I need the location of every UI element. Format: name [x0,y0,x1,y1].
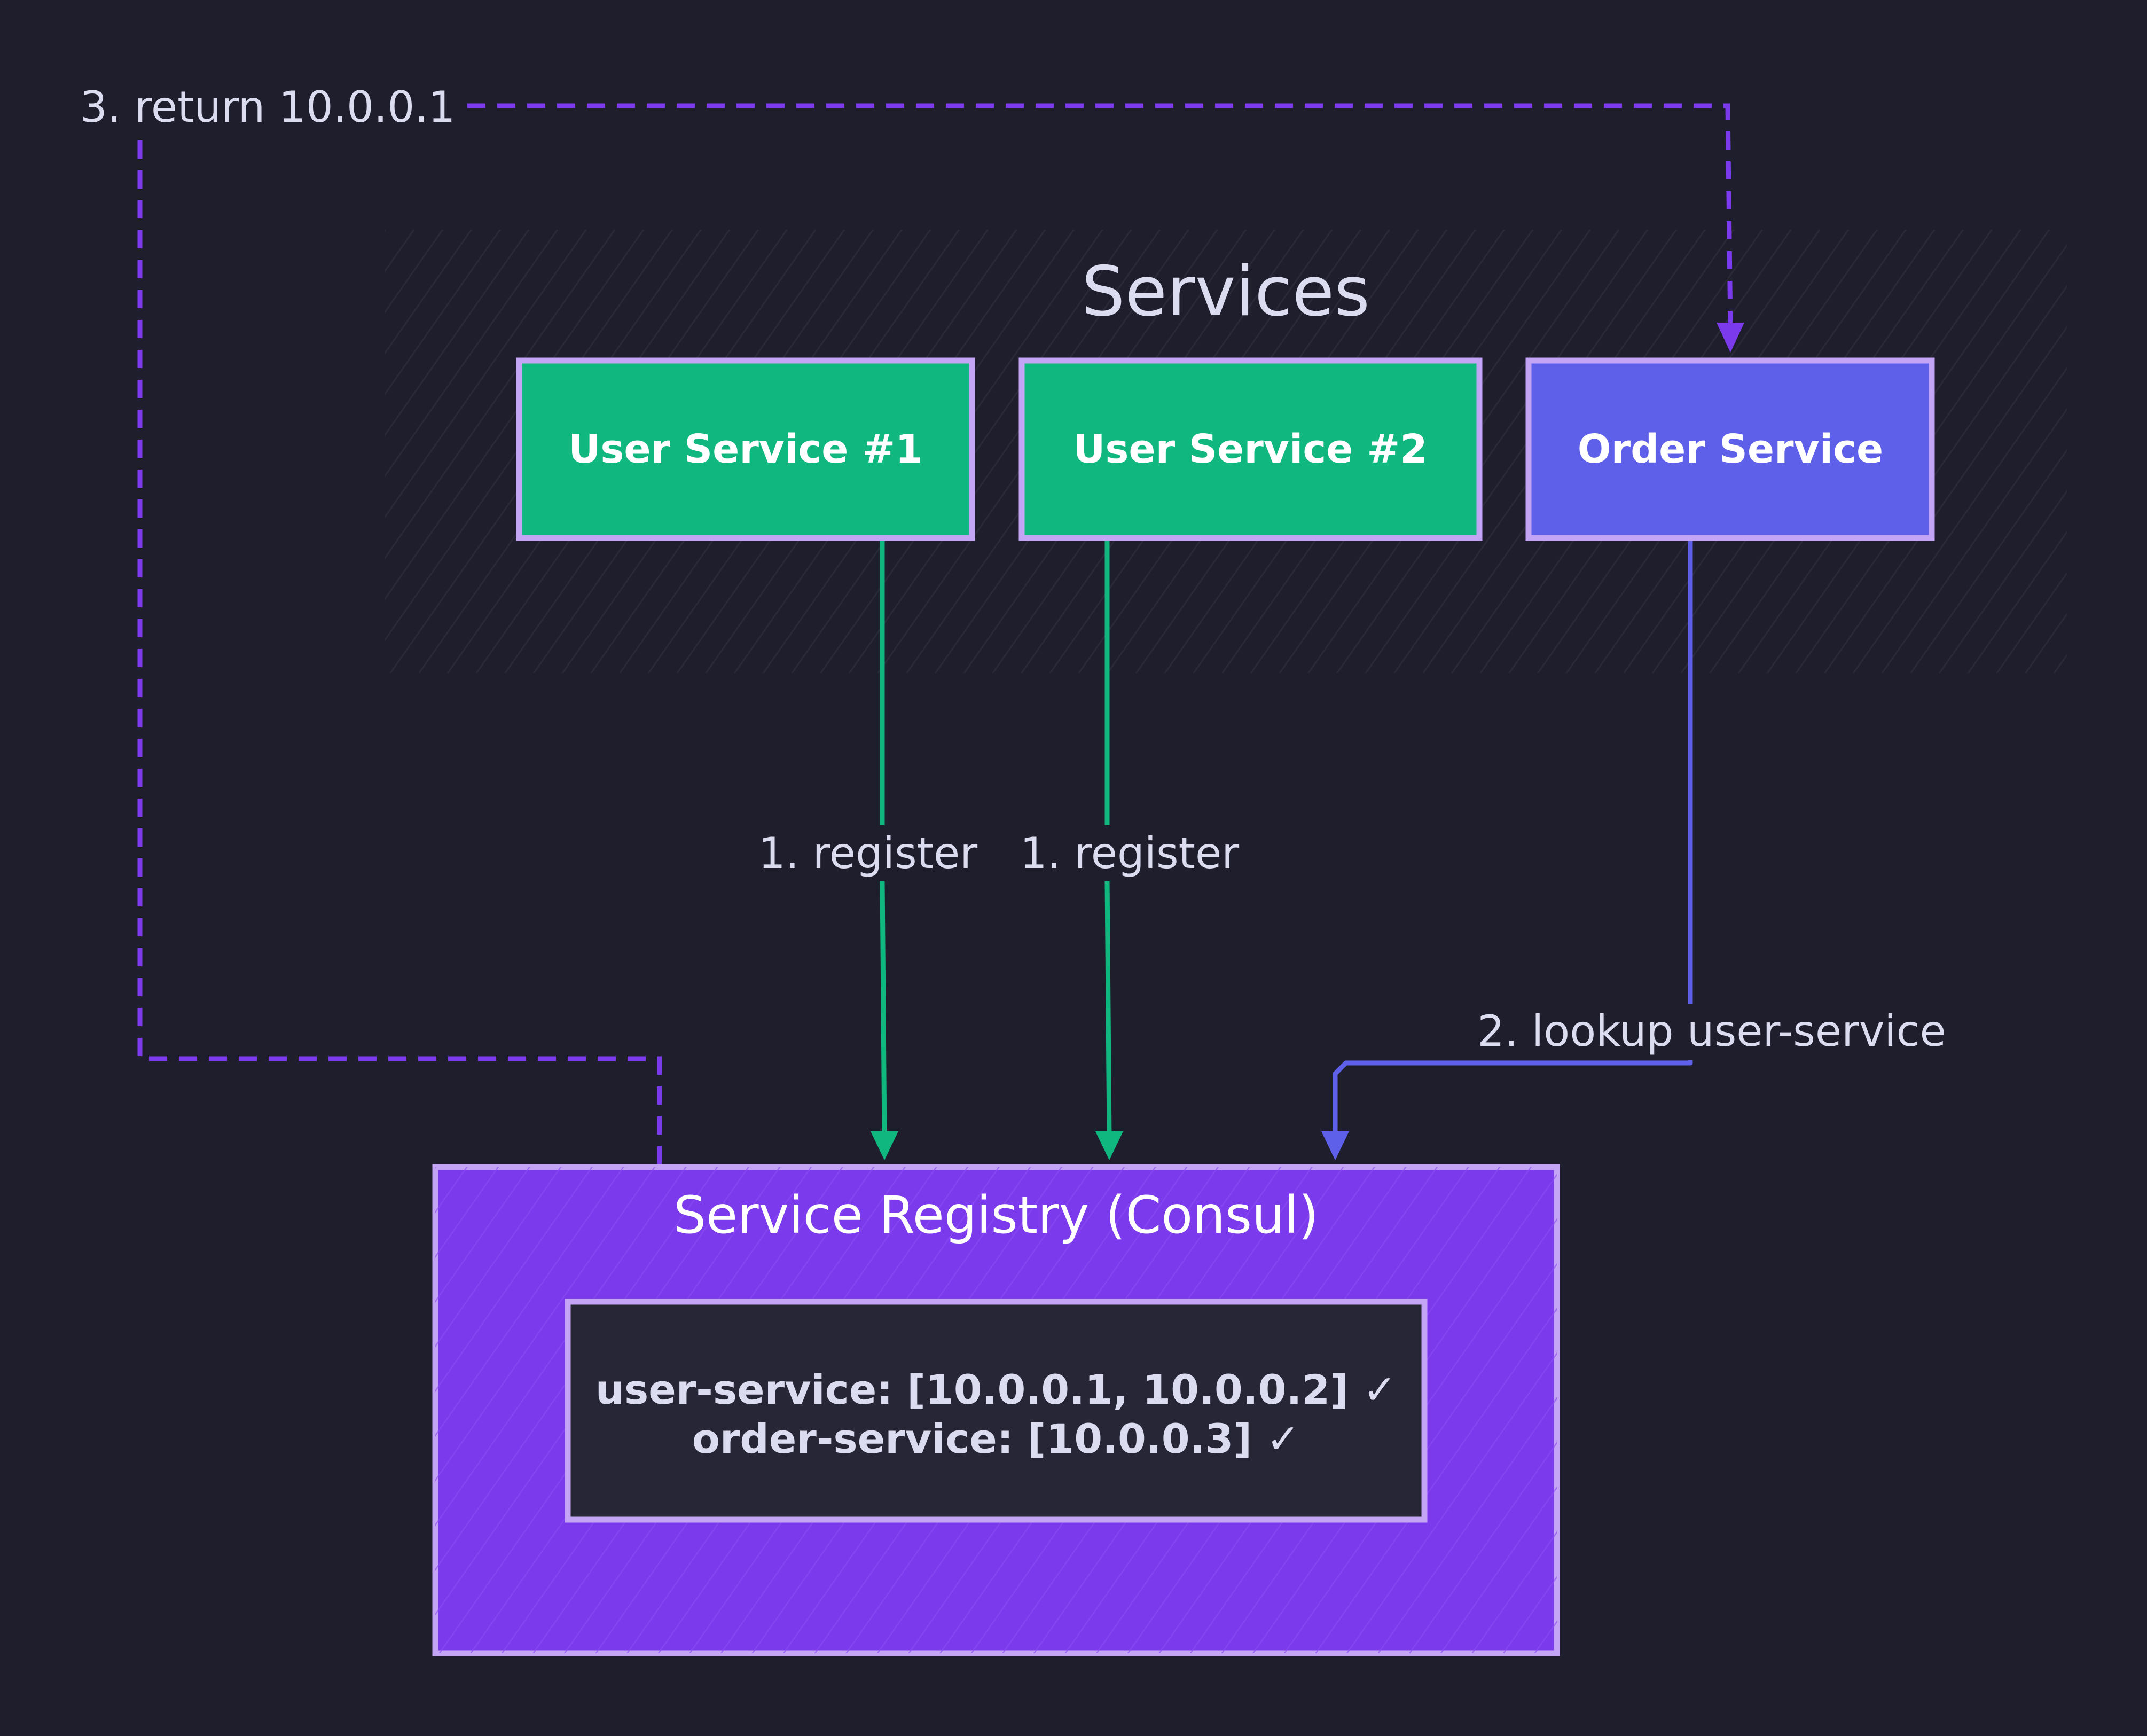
user-service-2-label: User Service #2 [1073,426,1427,472]
registry-title: Service Registry (Consul) [673,1185,1319,1245]
node-order-service[interactable]: Order Service [1525,357,1935,541]
edge-label-register-1: 1. register [758,828,977,878]
edge-label-register-2: 1. register [1020,828,1239,878]
lookup-label-backdrop [1453,1004,1944,1060]
user-service-1-label: User Service #1 [568,426,922,472]
node-user-service-2[interactable]: User Service #2 [1018,357,1483,541]
register-arrow-1-head [871,1131,898,1160]
edge-register-1 [871,539,898,1160]
user-service-1-box[interactable] [516,357,975,541]
registry-entry-order-service: order-service: [10.0.0.3] ✓ [692,1415,1300,1463]
return-arrow-head [1717,323,1744,353]
edge-register-2 [1095,539,1123,1160]
services-group-title: Services [1082,252,1370,332]
edge-label-return: 3. return 10.0.0.1 [80,82,456,132]
lookup-arrow-line [1333,539,1693,1138]
registry-entries-panel: user-service: [10.0.0.1, 10.0.0.2] ✓ ord… [565,1299,1428,1523]
registry-entries-box [565,1299,1428,1523]
register-arrow-2-line-bottom [1104,881,1112,1138]
return-arrow-line-top [467,103,1733,329]
return-arrow-line [137,136,662,1164]
edge-label-lookup: 2. lookup user-service [1477,1006,1946,1056]
order-service-label: Order Service [1578,426,1883,472]
edge-lookup [1321,539,1693,1160]
register-arrow-2-head [1095,1131,1123,1160]
register-arrow-1-line-bottom [880,881,887,1138]
registry-entry-user-service: user-service: [10.0.0.1, 10.0.0.2] ✓ [595,1366,1397,1413]
user-service-2-box[interactable] [1018,357,1483,541]
node-user-service-1[interactable]: User Service #1 [516,357,975,541]
order-service-box[interactable] [1525,357,1935,541]
edge-return [137,103,1744,1164]
node-service-registry[interactable]: Service Registry (Consul) user-service: … [432,1164,1560,1656]
lookup-arrow-head [1321,1131,1349,1160]
